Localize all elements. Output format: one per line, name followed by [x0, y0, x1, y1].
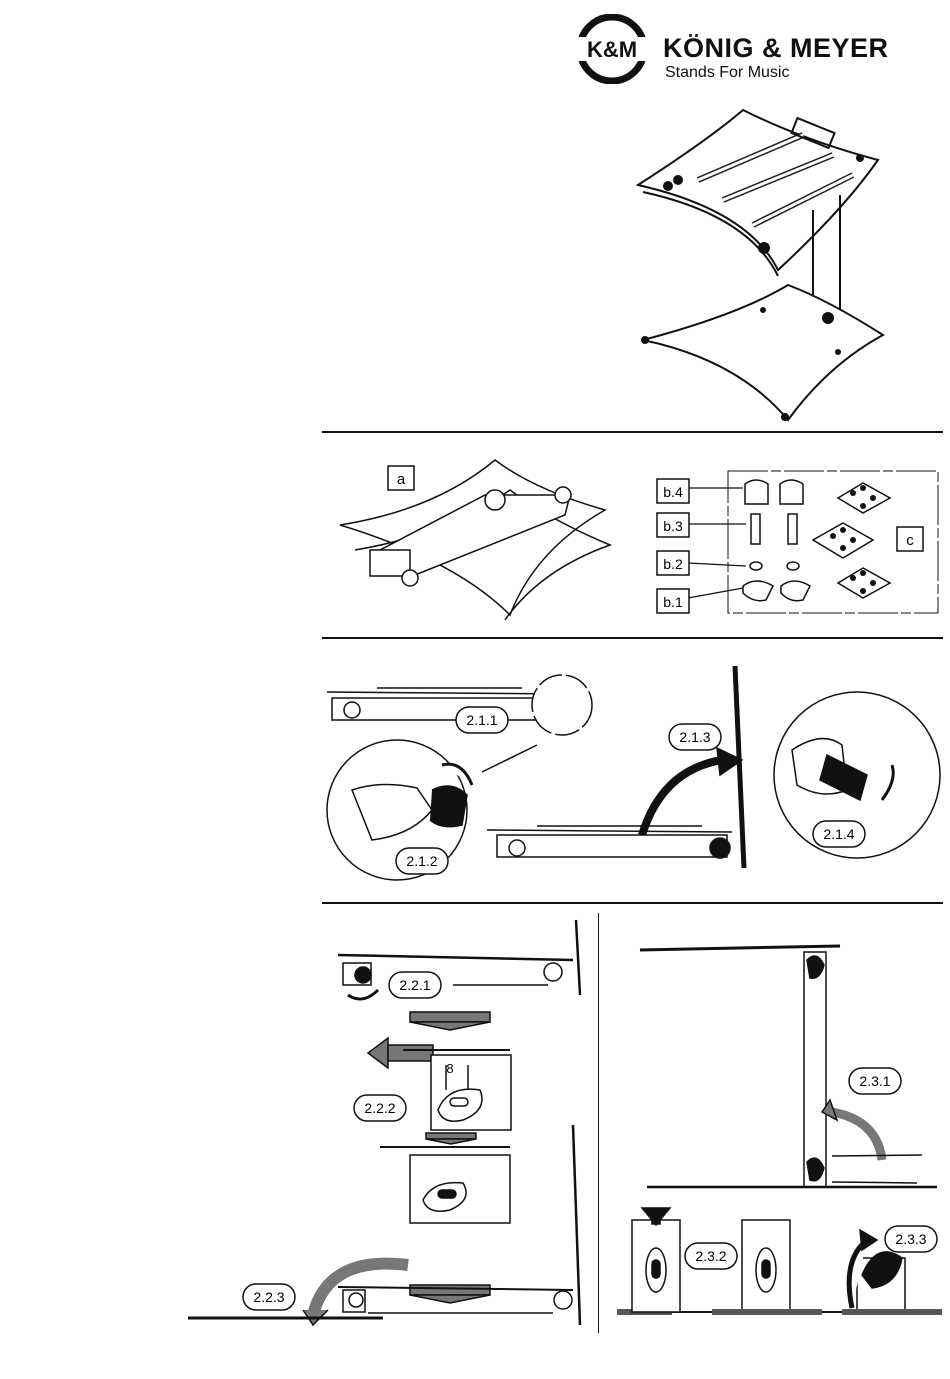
svg-text:2.3.1: 2.3.1	[859, 1073, 890, 1089]
svg-text:c: c	[906, 532, 914, 549]
svg-text:K&M: K&M	[587, 37, 637, 62]
svg-text:8: 8	[446, 1061, 453, 1076]
label-b3: b.3	[656, 512, 692, 540]
section-divider	[322, 431, 943, 433]
svg-text:b.2: b.2	[663, 556, 683, 572]
label-a: a	[387, 465, 417, 493]
parts-overview-stand	[335, 450, 615, 630]
svg-text:2.1.4: 2.1.4	[823, 826, 854, 842]
section-divider	[322, 902, 943, 904]
label-b2: b.2	[656, 550, 692, 578]
section-divider	[322, 637, 943, 639]
column-divider	[598, 913, 599, 1333]
svg-text:2.1.3: 2.1.3	[679, 729, 710, 745]
svg-text:2.2.2: 2.2.2	[364, 1100, 395, 1116]
brand-tagline: Stands For Music	[665, 64, 789, 82]
step-2-1-1-badge: 2.1.1	[455, 706, 511, 736]
label-c: c	[896, 526, 926, 554]
step-2-1-3-badge: 2.1.3	[668, 723, 724, 753]
svg-text:2.2.1: 2.2.1	[399, 977, 430, 993]
svg-text:2.2.3: 2.2.3	[253, 1289, 284, 1305]
step-2-1-4-badge: 2.1.4	[812, 820, 868, 850]
label-b4: b.4	[656, 478, 692, 506]
laptop-stand-illustration	[628, 100, 888, 430]
svg-text:2.1.2: 2.1.2	[406, 853, 437, 869]
step-2-3-3-badge: 2.3.3	[884, 1225, 940, 1255]
step-2-2-2-badge: 2.2.2	[353, 1094, 409, 1124]
svg-text:2.1.1: 2.1.1	[466, 712, 497, 728]
step-2-2-3-badge: 2.2.3	[242, 1283, 298, 1313]
svg-text:2.3.3: 2.3.3	[895, 1231, 926, 1247]
brand-name: KÖNIG & MEYER	[663, 33, 889, 64]
svg-text:b.4: b.4	[663, 484, 683, 500]
step-2-3-2-badge: 2.3.2	[684, 1242, 740, 1272]
dimension-8-label: 8	[440, 1058, 460, 1078]
km-emblem-icon: K&M	[567, 14, 657, 84]
step-2-1-2-badge: 2.1.2	[395, 847, 451, 877]
label-b1: b.1	[656, 588, 692, 616]
step-2-3-1-badge: 2.3.1	[848, 1067, 904, 1097]
step-2-3-illustration	[612, 940, 947, 1330]
svg-text:a: a	[397, 471, 406, 488]
svg-text:b.1: b.1	[663, 594, 683, 610]
svg-text:b.3: b.3	[663, 518, 683, 534]
svg-text:2.3.2: 2.3.2	[695, 1248, 726, 1264]
step-2-2-1-badge: 2.2.1	[388, 971, 444, 1001]
